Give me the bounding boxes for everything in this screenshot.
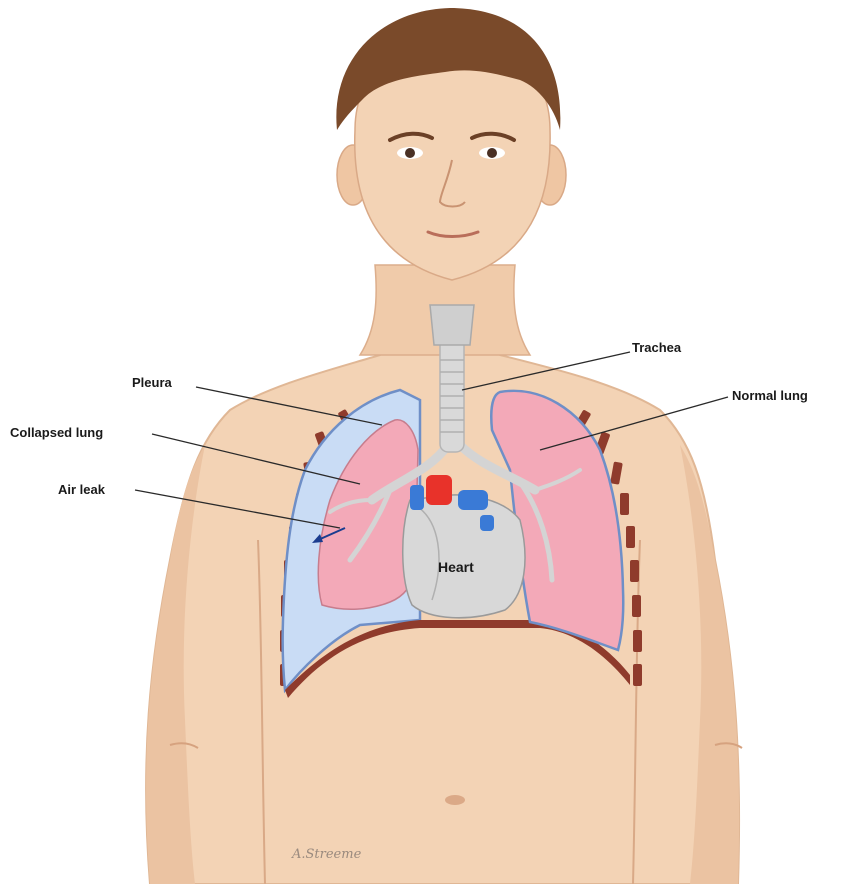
heart-label: Heart: [438, 559, 474, 575]
air-leak-label: Air leak: [58, 482, 106, 497]
normal-lung-label: Normal lung: [732, 388, 808, 403]
pulmonary-artery: [458, 490, 488, 510]
aorta: [426, 475, 452, 505]
pleura-label: Pleura: [132, 375, 173, 390]
superior-vena-cava: [410, 485, 424, 510]
trachea-label: Trachea: [632, 340, 682, 355]
artist-signature: A.Streeme: [291, 847, 362, 862]
collapsed-lung-label: Collapsed lung: [10, 425, 103, 440]
navel: [445, 795, 465, 805]
head: [336, 8, 566, 280]
